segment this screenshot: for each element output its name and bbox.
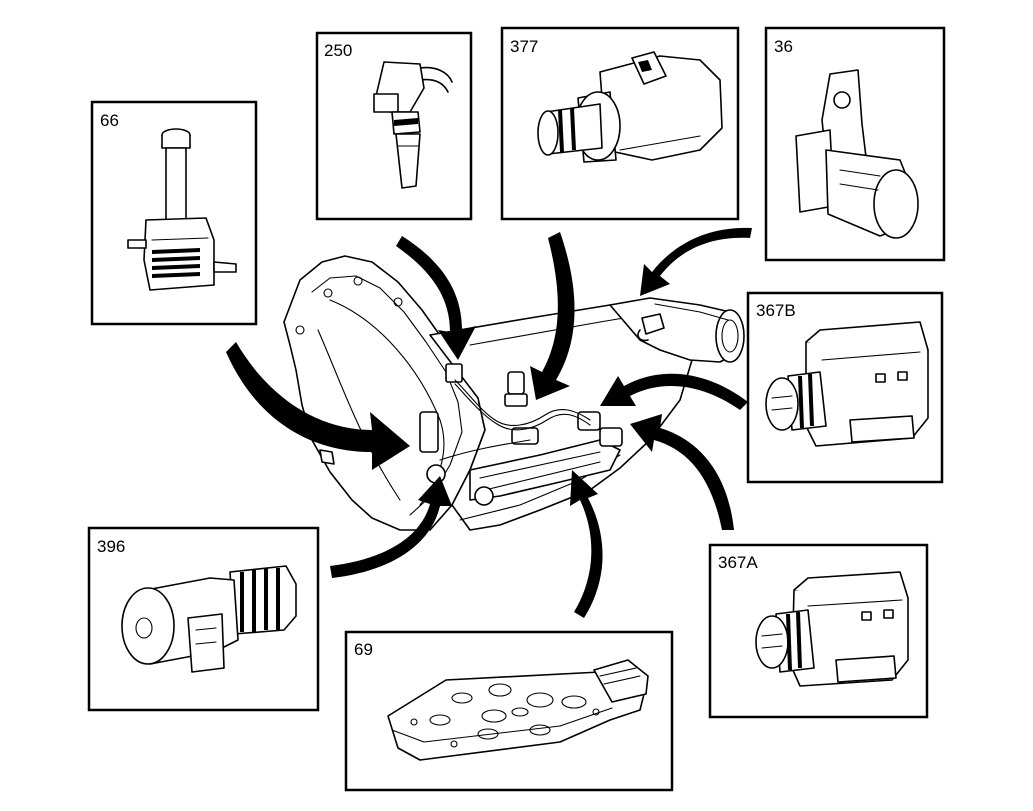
callout-label-36: 36 bbox=[774, 37, 793, 56]
pressure-switch-manifold-icon bbox=[387, 659, 649, 761]
callout-367a: 367A bbox=[708, 543, 929, 719]
speed-sensor-icon bbox=[373, 61, 453, 189]
shift-solenoid-b-icon bbox=[765, 321, 929, 447]
callout-250: 250 bbox=[315, 31, 473, 221]
callout-36: 36 bbox=[764, 26, 946, 262]
arrow-396 bbox=[330, 476, 452, 578]
arrow-377 bbox=[530, 232, 575, 400]
callout-label-250: 250 bbox=[324, 41, 352, 60]
callout-label-396: 396 bbox=[97, 537, 125, 556]
callout-396: 396 bbox=[87, 526, 320, 712]
pressure-control-solenoid-icon bbox=[537, 51, 723, 163]
callout-label-69: 69 bbox=[354, 640, 373, 659]
arrow-69 bbox=[570, 470, 603, 618]
arrow-66 bbox=[226, 342, 410, 470]
arrow-250 bbox=[396, 236, 476, 360]
callout-66: 66 bbox=[90, 100, 258, 326]
callout-arrows bbox=[226, 227, 752, 618]
callout-label-367b: 367B bbox=[756, 301, 796, 320]
arrow-367b bbox=[600, 373, 748, 410]
tcc-solenoid-icon bbox=[121, 565, 297, 673]
transmission-assembly bbox=[283, 255, 745, 531]
output-speed-sensor-icon bbox=[795, 69, 919, 239]
arrow-36 bbox=[640, 227, 752, 296]
callout-label-66: 66 bbox=[100, 111, 119, 130]
callout-367b: 367B bbox=[746, 291, 944, 484]
pressure-switch-icon bbox=[127, 128, 237, 291]
shift-solenoid-a-icon bbox=[755, 571, 909, 687]
callout-377: 377 bbox=[500, 26, 740, 221]
callout-label-377: 377 bbox=[510, 37, 538, 56]
callout-label-367a: 367A bbox=[718, 553, 758, 572]
callout-69: 69 bbox=[344, 630, 674, 792]
arrow-367a bbox=[630, 414, 734, 530]
